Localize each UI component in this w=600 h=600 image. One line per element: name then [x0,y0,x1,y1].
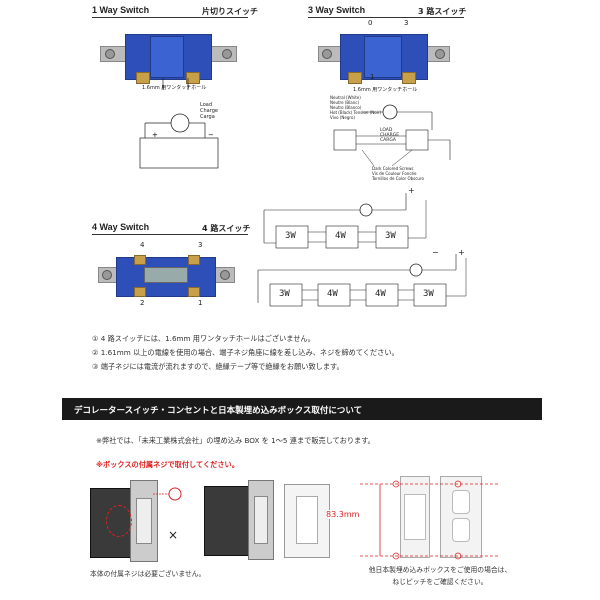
cross-mark: × [168,528,179,542]
caption-right-2: ねじピッチをご確認ください。 [392,578,488,586]
caption-left: 本体の付属ネジは必要ございません。 [90,570,206,578]
wire-label: Neutral (White) [330,95,361,100]
screw-label: Vis de Couleur Foncée [372,171,417,176]
note-3: ③ 端子ネジには電流が流れますので、絶縁テープ等で絶縁をお願い致します。 [92,362,344,371]
load-label: CARGA [380,138,396,143]
dimension-photo [382,470,497,560]
d2-label: 3W [423,289,434,299]
one-way-wiring-diagram: + − [139,78,219,169]
three-way-switch-photo [318,30,450,84]
section-banner: デコレータースイッチ・コンセントと日本製埋め込みボックス取付について [62,398,542,420]
four-way-term-3: 3 [198,241,203,249]
d2-label: 4W [375,289,386,299]
d1-label: 4W [335,231,346,241]
wire-label: Vivo (Negro) [330,115,355,120]
three-way-title: 3 Way Switch [308,5,366,15]
four-way-term-4: 4 [140,241,145,249]
four-way-title-jp: 4 路スイッチ [202,224,251,233]
three-way-title-jp: 3 路スイッチ [418,7,467,16]
load-label: CHARGE [380,133,400,138]
plus-sign: + [408,186,415,195]
minus-sign: − [432,248,439,257]
screw-label: Dark Colored Screws [372,166,414,171]
three-way-load-labels: LOAD CHARGE CARGA [380,128,399,143]
note-2: ② 1.61mm 以上の電線を使用の場合、端子ネジ角座に線を差し込み、ネジを締め… [92,348,399,357]
d1-label: 3W [385,231,396,241]
dimension-lines [360,480,500,560]
callout-marks [153,487,182,501]
note-1: ① 4 路スイッチには、1.6mm 用ワンタッチホールはございません。 [92,334,315,343]
warning-line: ※ボックスの付属ネジで取付してください。 [96,460,239,469]
one-way-load-2: Charge [200,108,218,114]
four-way-term-2: 2 [140,299,145,307]
one-way-load-3: Carga [200,114,215,120]
one-way-title: 1 Way Switch [92,5,150,15]
four-way-term-1: 1 [198,299,203,307]
plus-sign: + [458,248,465,257]
screw-label: Tornillos de Color Obscuro [372,176,424,181]
one-way-hole-label: 1.6mm 用ワンタッチホール [142,85,207,91]
three-way-wiring-diagram [333,104,451,167]
banner-text: デコレータースイッチ・コンセントと日本製埋め込みボックス取付について [74,406,363,416]
four-way-switch-photo [98,255,235,297]
four-way-rule [92,234,248,235]
one-way-title-jp: 片切りスイッチ [202,7,258,16]
caption-right-1: 他日本製埋め込みボックスをご使用の場合は、 [368,566,512,574]
three-way-term-3: 3 [404,19,409,27]
d2-label: 4W [327,289,338,299]
one-way-rule [92,17,248,18]
four-way-wiring-diagrams [257,193,467,307]
box-photo-correct [204,480,334,560]
four-way-title: 4 Way Switch [92,222,150,232]
three-way-hole-label: 1.6mm 用ワンタッチホール [353,87,418,93]
dimension-label: 83.3mm [326,510,360,519]
d1-label: 3W [285,231,296,241]
three-way-rule [308,17,464,18]
three-way-term-1: 1 [370,73,375,81]
three-way-wire-labels: Neutral (White) Neutre (Blanc) Neutro (B… [330,95,381,120]
info-line: ※弊社では、「未来工業株式会社」の埋め込み BOX を 1〜5 連まで販売してお… [96,436,375,445]
box-photo-wrong [90,480,168,562]
svg-text:−: − [208,131,214,139]
wire-label: Hot (Black) Tension (Noir) [330,110,382,115]
wire-label: Neutre (Blanc) [330,100,360,105]
svg-text:+: + [152,131,158,139]
three-way-screw-labels: Dark Colored Screws Vis de Couleur Foncé… [372,166,424,181]
d2-label: 3W [279,289,290,299]
load-label: LOAD [380,128,393,133]
three-way-term-0: 0 [368,19,373,27]
one-way-switch-photo [100,30,237,84]
one-way-load-1: Load [200,102,212,108]
wire-label: Neutro (Blanco) [330,105,362,110]
